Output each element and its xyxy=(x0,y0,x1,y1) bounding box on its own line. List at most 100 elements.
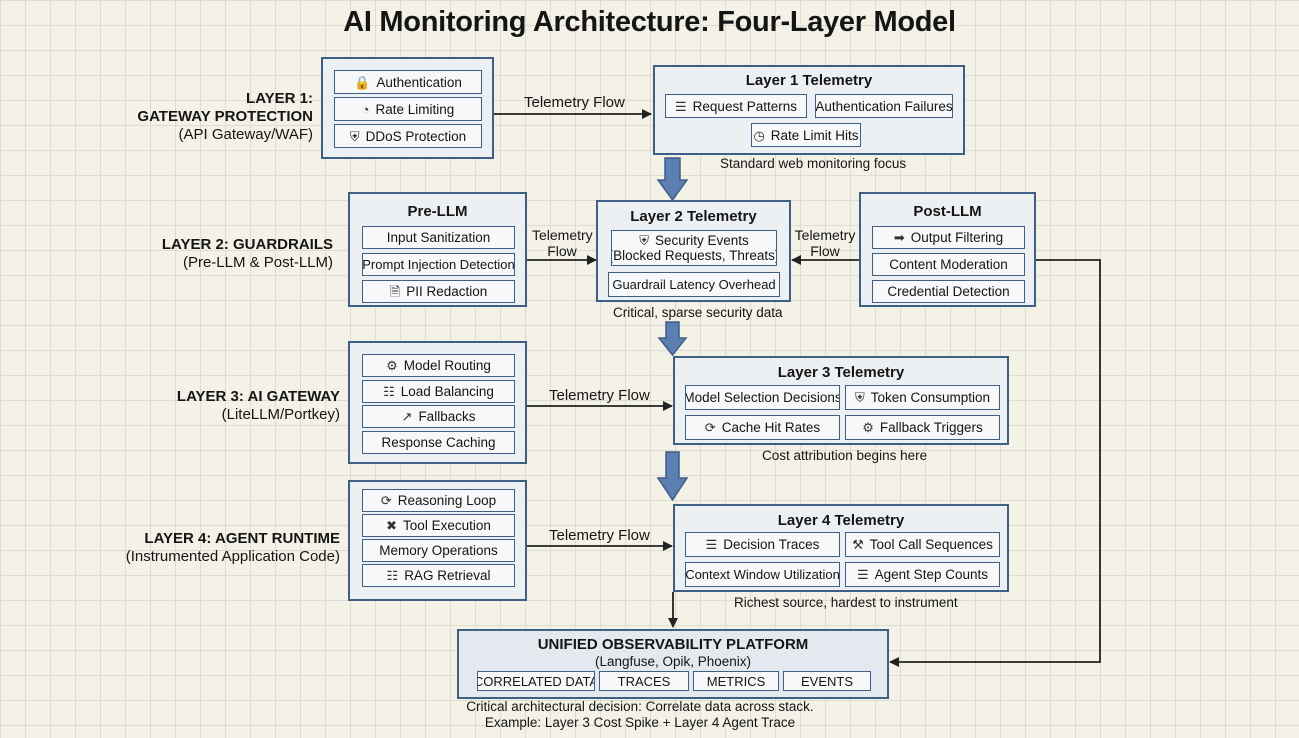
down-arrow-2 xyxy=(657,321,688,357)
output-filtering-item: ➡ Output Filtering xyxy=(872,226,1025,249)
layer4-telemetry-title: Layer 4 Telemetry xyxy=(777,512,905,529)
layer1-telemetry-title: Layer 1 Telemetry xyxy=(745,72,873,89)
token-consumption-label: Token Consumption xyxy=(870,390,991,405)
lock-icon: 🔒 xyxy=(354,74,371,90)
steps-icon: ☰ xyxy=(857,567,869,582)
authentication-label: Authentication xyxy=(376,74,462,90)
reasoning-loop-item: ⟳ Reasoning Loop xyxy=(362,489,515,512)
context-window-label: Context Window Utilization xyxy=(685,567,840,582)
layer2-flow-left-label: Telemetry Flow xyxy=(532,227,593,259)
fallback-triggers-item: ⚙ Fallback Triggers xyxy=(845,415,1000,440)
tag-correlated-data: CORRELATED DATA xyxy=(477,671,595,691)
pre-llm-title: Pre-LLM xyxy=(407,203,468,220)
cache-hit-rates-label: Cache Hit Rates xyxy=(721,420,821,435)
layer1-telemetry-panel: Layer 1 Telemetry ☰ Request Patterns Aut… xyxy=(653,65,965,155)
layer1-controls-panel: 🔒 Authentication ◔ Rate Limiting ⛨ DDoS … xyxy=(321,57,494,159)
layer2-title: LAYER 2: GUARDRAILS xyxy=(161,236,333,253)
decision-traces-label: Decision Traces xyxy=(723,537,820,552)
rag-retrieval-label: RAG Retrieval xyxy=(404,568,491,583)
model-routing-label: Model Routing xyxy=(403,358,491,373)
load-balancing-label: Load Balancing xyxy=(400,384,494,399)
input-sanitization-item: Input Sanitization xyxy=(362,226,515,249)
platform-title: UNIFIED OBSERVABILITY PLATFORM xyxy=(537,636,809,653)
fallback-icon: ↗ xyxy=(401,409,413,424)
hierarchy-icon: ☷ xyxy=(383,384,395,399)
tool-execution-item: ✖ Tool Execution xyxy=(362,514,515,537)
layer1-title-2: GATEWAY PROTECTION xyxy=(137,108,313,125)
layer2-telemetry-panel: Layer 2 Telemetry ⛨ Security Events (Blo… xyxy=(596,200,791,302)
layer4-telemetry-panel: Layer 4 Telemetry ☰ Decision Traces ⚒ To… xyxy=(673,504,1009,592)
layer2-flow-left-line1: Telemetry xyxy=(532,227,593,243)
cache-hit-rates-item: ⟳ Cache Hit Rates xyxy=(685,415,840,440)
response-caching-label: Response Caching xyxy=(381,435,496,450)
security-events-detail: (Blocked Requests, Threats) xyxy=(611,248,777,263)
agent-step-counts-item: ☰ Agent Step Counts xyxy=(845,562,1000,587)
fallback-triggers-label: Fallback Triggers xyxy=(879,420,983,435)
list-icon: ☰ xyxy=(705,537,718,552)
tag-events-label: EVENTS xyxy=(800,673,853,689)
memory-operations-item: Memory Operations xyxy=(362,539,515,562)
tag-traces: TRACES xyxy=(599,671,689,691)
context-window-item: Context Window Utilization xyxy=(685,562,840,587)
tools-icon: ✖ xyxy=(386,518,398,533)
credential-detection-label: Credential Detection xyxy=(887,284,1010,299)
model-selection-label: Model Selection Decisions xyxy=(685,390,840,405)
gauge-icon: ◔ xyxy=(361,101,370,117)
layer3-subtitle: (LiteLLM/Portkey) xyxy=(221,406,340,423)
layer2-label: LAYER 2: GUARDRAILS (Pre-LLM & Post-LLM) xyxy=(120,236,333,272)
reasoning-loop-label: Reasoning Loop xyxy=(397,493,497,508)
tool-call-sequences-label: Tool Call Sequences xyxy=(869,537,993,552)
layer3-controls-panel: ⚙ Model Routing ☷ Load Balancing ↗ Fallb… xyxy=(348,341,527,464)
layer3-label: LAYER 3: AI GATEWAY (LiteLLM/Portkey) xyxy=(110,388,340,424)
post-llm-title: Post-LLM xyxy=(913,203,982,220)
decision-traces-item: ☰ Decision Traces xyxy=(685,532,840,557)
post-llm-to-platform-line xyxy=(889,259,1101,667)
layer3-flow-label: Telemetry Flow xyxy=(549,387,650,404)
layer4-controls-panel: ⟳ Reasoning Loop ✖ Tool Execution Memory… xyxy=(348,480,527,601)
platform-footnote-1: Critical architectural decision: Correla… xyxy=(466,699,814,714)
cache-icon: ⟳ xyxy=(704,420,716,435)
request-patterns-item: ☰ Request Patterns xyxy=(665,94,807,118)
document-icon: 🗎 xyxy=(389,284,401,299)
layer1-note: Standard web monitoring focus xyxy=(720,156,907,171)
load-balancing-item: ☷ Load Balancing xyxy=(362,380,515,403)
content-moderation-label: Content Moderation xyxy=(889,257,1008,272)
memory-operations-label: Memory Operations xyxy=(379,543,498,558)
rate-limiting-label: Rate Limiting xyxy=(375,101,455,117)
layer2-subtitle: (Pre-LLM & Post-LLM) xyxy=(182,254,333,271)
ddos-protection-item: ⛨ DDoS Protection xyxy=(334,124,482,148)
prompt-injection-label: Prompt Injection Detection xyxy=(362,257,515,272)
credential-detection-item: Credential Detection xyxy=(872,280,1025,303)
tool-call-sequences-item: ⚒ Tool Call Sequences xyxy=(845,532,1000,557)
tag-metrics-label: METRICS xyxy=(706,673,766,689)
guardrail-latency-label: Guardrail Latency Overhead xyxy=(612,277,776,292)
platform-subtitle: (Langfuse, Opik, Phoenix) xyxy=(594,654,752,669)
layer4-subtitle: (Instrumented Application Code) xyxy=(125,548,340,565)
agent-step-counts-label: Agent Step Counts xyxy=(874,567,988,582)
rag-retrieval-item: ☷ RAG Retrieval xyxy=(362,564,515,587)
rate-limit-hits-label: Rate Limit Hits xyxy=(770,127,859,143)
layer3-telemetry-title: Layer 3 Telemetry xyxy=(777,364,905,381)
output-filtering-label: Output Filtering xyxy=(910,230,1004,245)
retrieval-icon: ☷ xyxy=(386,568,399,583)
trigger-icon: ⚙ xyxy=(862,420,874,435)
layer1-label: LAYER 1: GATEWAY PROTECTION (API Gateway… xyxy=(100,90,313,144)
gear-icon: ⚙ xyxy=(386,358,398,373)
tag-traces-label: TRACES xyxy=(617,673,671,689)
content-moderation-item: Content Moderation xyxy=(872,253,1025,276)
loop-icon: ⟳ xyxy=(380,493,392,508)
input-sanitization-label: Input Sanitization xyxy=(386,230,491,245)
layer4-flow-label: Telemetry Flow xyxy=(549,527,650,544)
response-caching-item: Response Caching xyxy=(362,431,515,454)
layer2-note: Critical, sparse security data xyxy=(613,305,783,320)
layer4-label: LAYER 4: AGENT RUNTIME (Instrumented App… xyxy=(110,530,340,566)
rate-limiting-item: ◔ Rate Limiting xyxy=(334,97,482,121)
request-icon: ☰ xyxy=(675,98,687,114)
post-llm-panel: Post-LLM ➡ Output Filtering Content Mode… xyxy=(859,192,1036,307)
pii-redaction-item: 🗎 PII Redaction xyxy=(362,280,515,303)
observability-platform-panel: UNIFIED OBSERVABILITY PLATFORM (Langfuse… xyxy=(457,629,889,699)
prompt-injection-item: Prompt Injection Detection xyxy=(362,253,515,276)
layer1-flow-label: Telemetry Flow xyxy=(524,94,625,111)
pre-llm-panel: Pre-LLM Input Sanitization Prompt Inject… xyxy=(348,192,527,307)
